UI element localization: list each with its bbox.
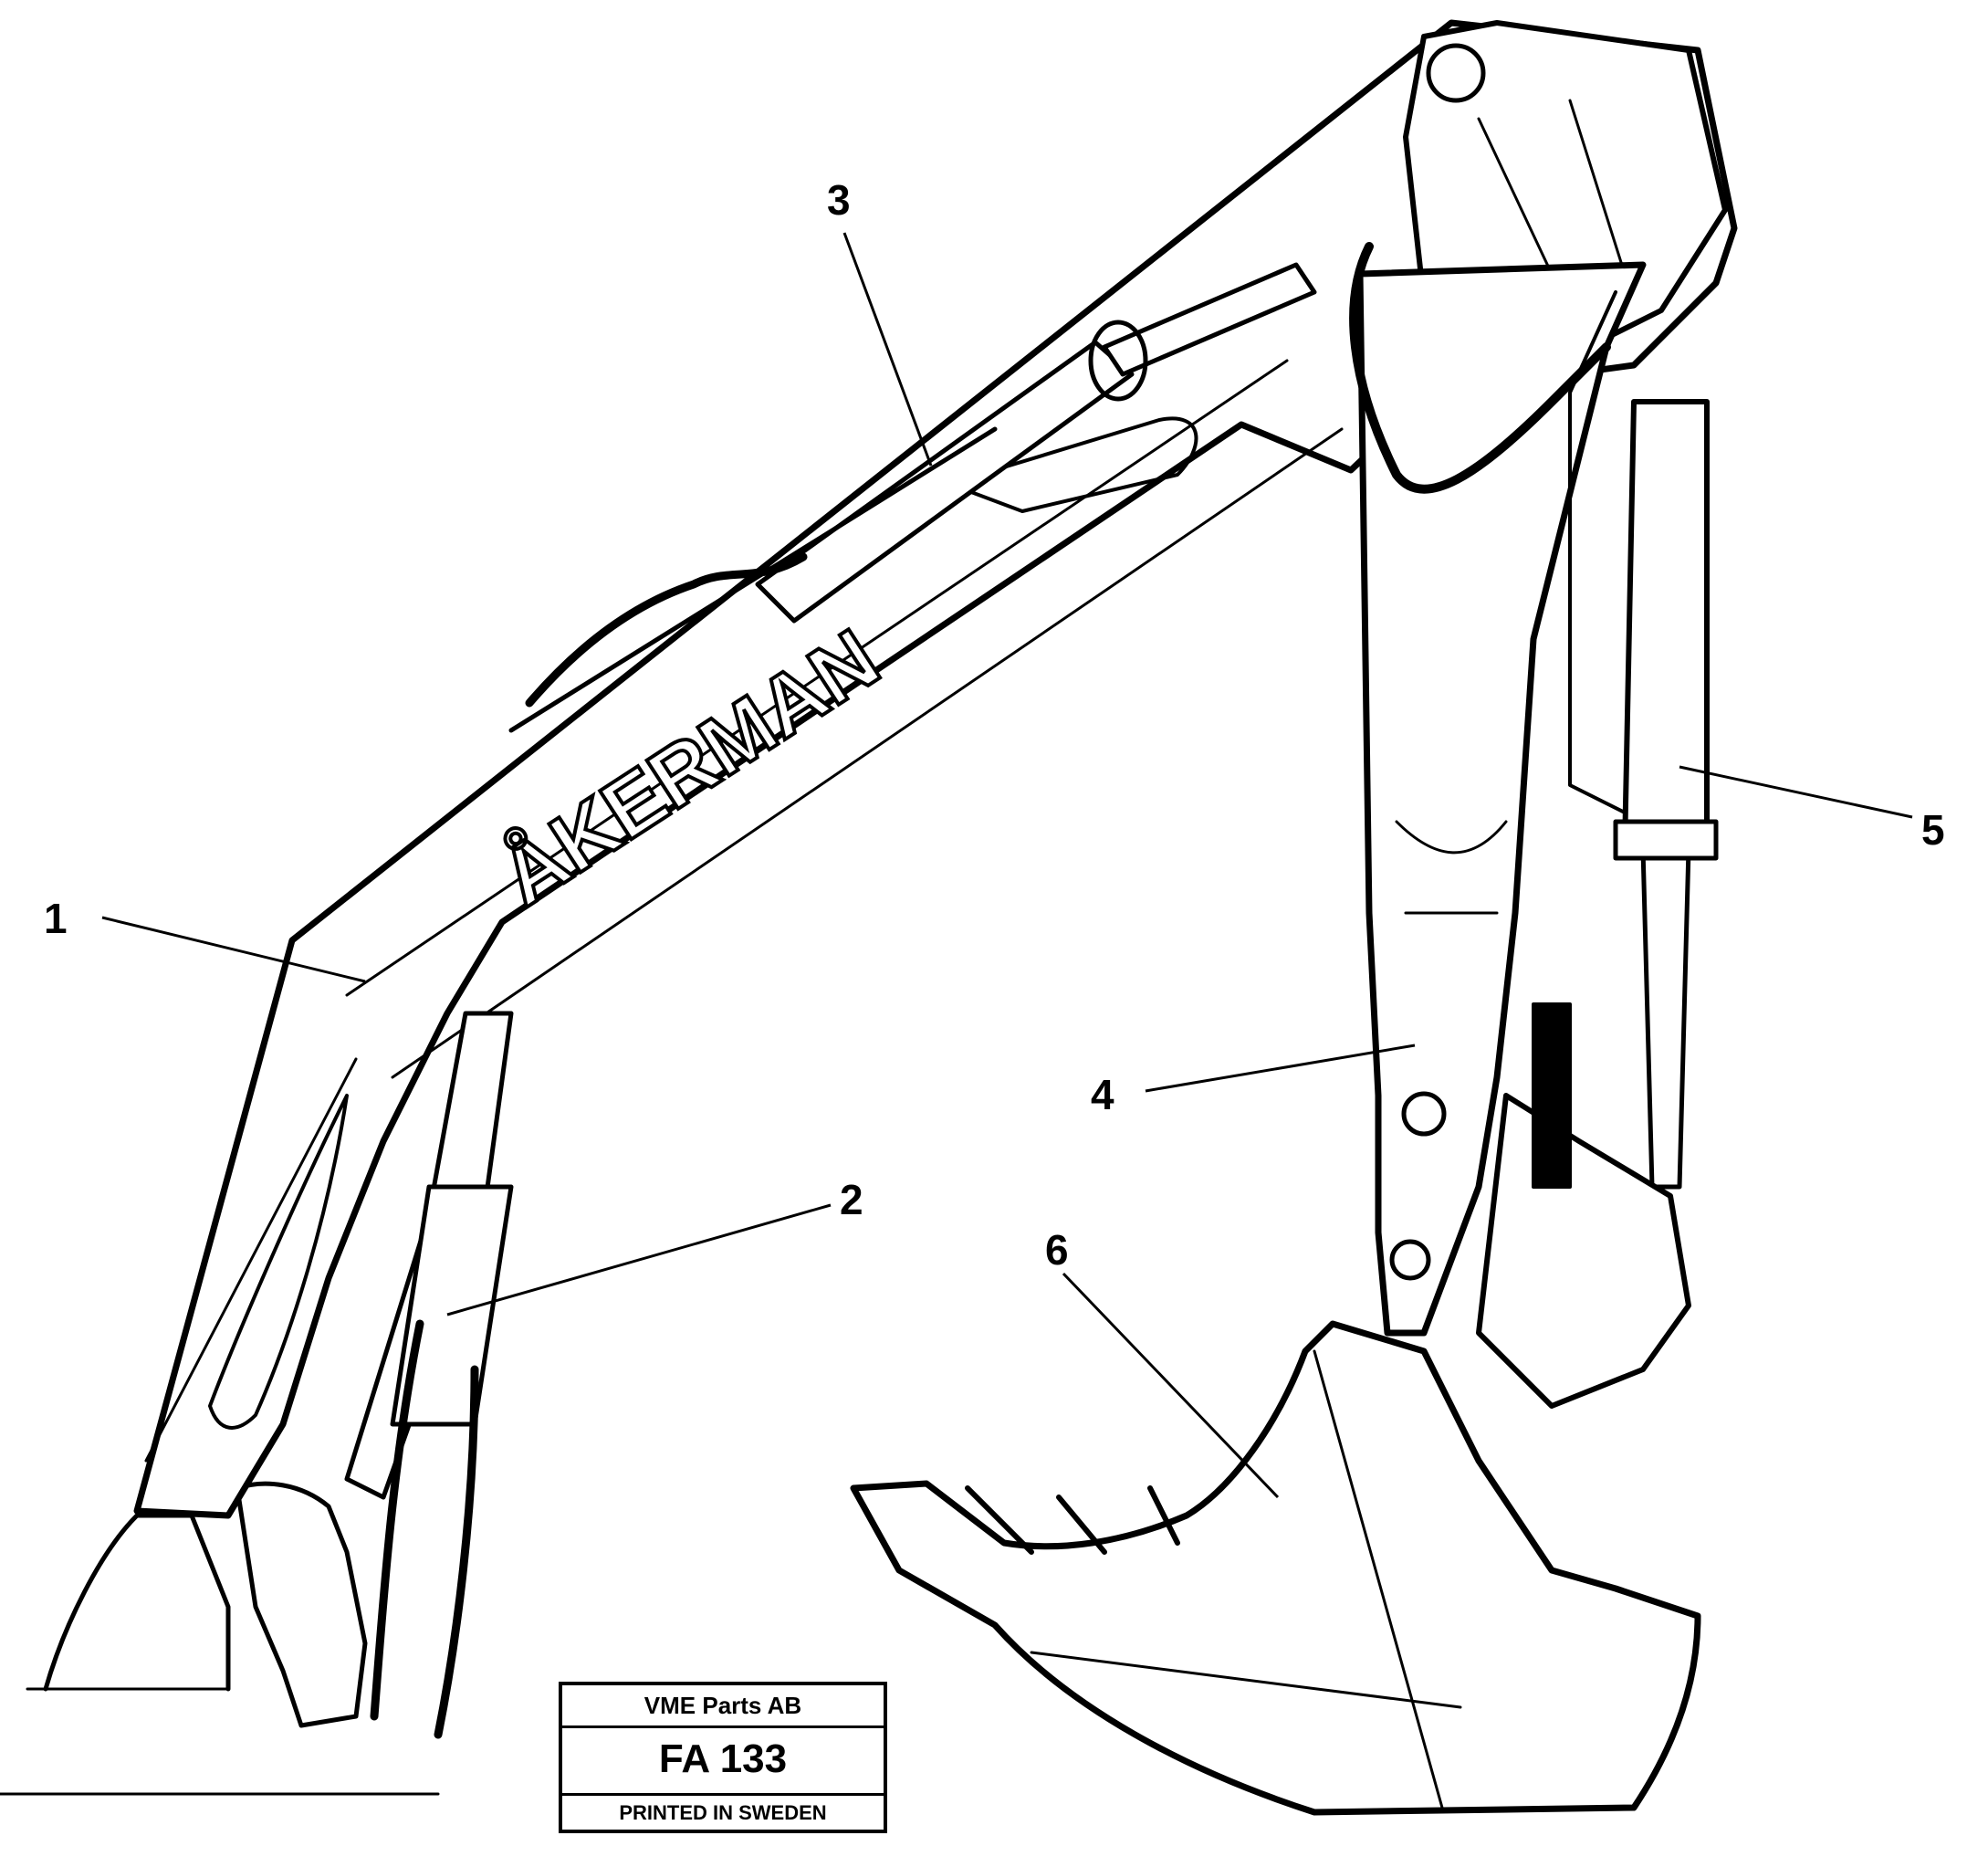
bucket-cylinder-line xyxy=(1568,290,1627,814)
boom-head-rib xyxy=(1477,99,1627,276)
stamp-figure-code: FA 133 xyxy=(562,1725,884,1796)
title-stamp: VME Parts AB FA 133 PRINTED IN SWEDEN xyxy=(559,1682,887,1833)
linkage-dark xyxy=(1532,1002,1572,1189)
callout-3: 3 xyxy=(827,176,851,224)
bucket-linkage xyxy=(1476,1093,1691,1409)
callout-2: 2 xyxy=(840,1176,863,1223)
bucket-cylinder-rod xyxy=(1640,846,1691,1190)
boom-cylinder-hoses xyxy=(370,1319,479,1739)
stamp-printed: PRINTED IN SWEDEN xyxy=(619,1801,827,1824)
boom-head-pin xyxy=(1426,43,1486,103)
ground-line xyxy=(0,1687,440,1796)
dipper-cylinder-rod xyxy=(1102,262,1317,377)
bucket-cylinder xyxy=(1622,399,1710,852)
dipper-arm-pin-mid xyxy=(1401,1091,1447,1137)
bucket-side-edge xyxy=(1030,1349,1462,1809)
leader-line-6 xyxy=(1062,1272,1280,1499)
bucket-cylinder-band xyxy=(1613,819,1719,861)
callout-6: 6 xyxy=(1045,1226,1069,1274)
callout-5: 5 xyxy=(1921,806,1945,854)
dipper-cylinder xyxy=(755,340,1135,624)
leader-line-5 xyxy=(1679,765,1913,819)
boom-cutout xyxy=(208,1094,349,1430)
leader-line-4 xyxy=(1145,1044,1416,1093)
boom-hose-upper xyxy=(525,552,808,708)
boom-inner-edge xyxy=(144,359,1344,1463)
callout-1: 1 xyxy=(44,895,68,942)
dipper-hose xyxy=(1349,242,1611,494)
stamp-company: VME Parts AB xyxy=(562,1685,884,1728)
dipper-cylinder-collar xyxy=(1088,320,1148,402)
dipper-arm-pin-low xyxy=(1389,1239,1431,1281)
bucket-teeth xyxy=(965,1485,1180,1555)
boom-upper-slot xyxy=(947,416,1198,513)
boom-hose-lower xyxy=(508,426,998,733)
dipper-arm-rib xyxy=(1395,820,1508,915)
leader-line-3 xyxy=(842,232,933,467)
boom-base-detail xyxy=(235,1481,368,1728)
leader-line-2 xyxy=(446,1203,832,1316)
callout-4: 4 xyxy=(1091,1071,1114,1118)
bucket xyxy=(850,1320,1701,1816)
boom-base-mount xyxy=(43,1513,231,1692)
leader-line-1 xyxy=(101,916,366,983)
